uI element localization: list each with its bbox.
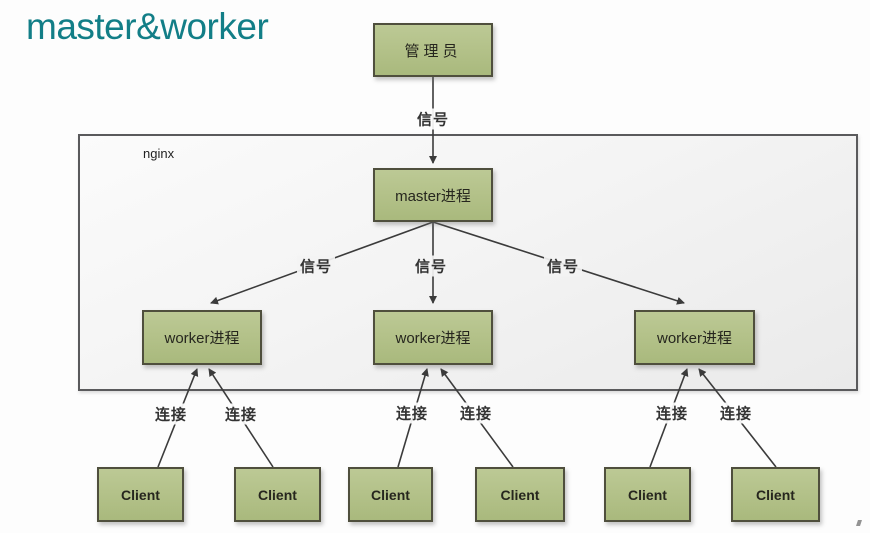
- node-client-5: Client: [604, 467, 691, 522]
- connection-label-3: 连接: [392, 402, 432, 424]
- signal-label-admin: 信号: [413, 108, 453, 130]
- page-title: master&worker: [26, 6, 269, 47]
- node-worker-process-1: worker进程: [142, 310, 262, 365]
- node-client-1: Client: [97, 467, 184, 522]
- node-client-2: Client: [234, 467, 321, 522]
- stray-mark-artifact: [856, 520, 862, 526]
- nginx-container-label: nginx: [143, 146, 175, 161]
- node-worker-process-2: worker进程: [373, 310, 493, 365]
- connection-label-4: 连接: [456, 402, 496, 424]
- signal-label-worker1: 信号: [296, 255, 336, 277]
- connection-label-2: 连接: [221, 403, 261, 425]
- node-worker-process-3: worker进程: [634, 310, 755, 365]
- node-client-6: Client: [731, 467, 820, 522]
- connection-label-5: 连接: [652, 402, 692, 424]
- node-master-process: master进程: [373, 168, 493, 222]
- connection-label-6: 连接: [716, 402, 756, 424]
- connection-label-1: 连接: [151, 403, 191, 425]
- node-client-4: Client: [475, 467, 565, 522]
- node-admin: 管理员: [373, 23, 493, 77]
- signal-label-worker3: 信号: [543, 255, 583, 277]
- node-client-3: Client: [348, 467, 433, 522]
- signal-label-worker2: 信号: [411, 255, 451, 277]
